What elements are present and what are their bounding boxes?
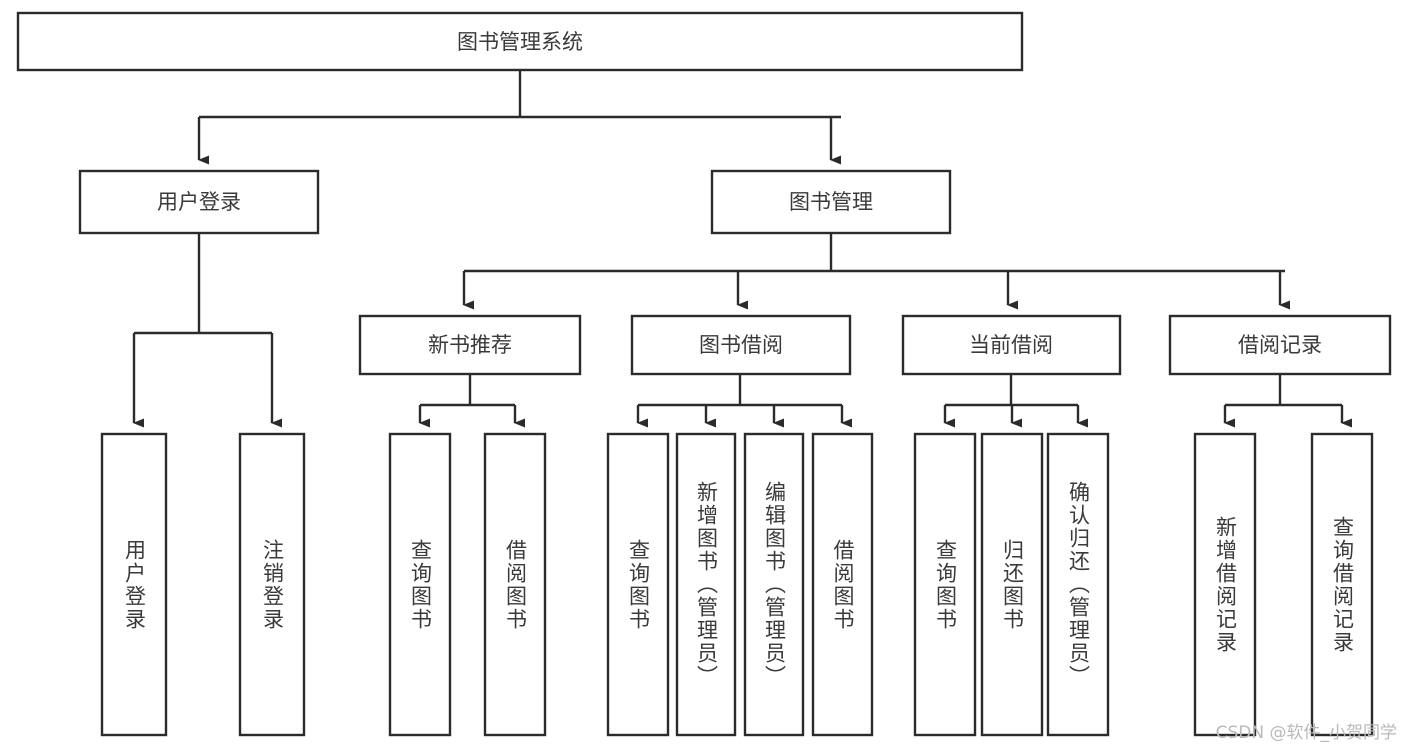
node-leaf-user-logout-box[interactable] xyxy=(238,432,306,737)
node-borrow-record-label: 借阅记录 xyxy=(1238,333,1322,357)
node-borrow-record[interactable]: 借阅记录 xyxy=(1168,314,1392,376)
node-leaf-borrow-edit-book-box[interactable] xyxy=(743,432,805,737)
node-leaf-borrow-add-book-box[interactable] xyxy=(675,432,737,737)
connector-current-borrow-to-leaves xyxy=(943,374,1088,428)
node-root[interactable]: 图书管理系统 xyxy=(16,11,1024,72)
node-book-manage[interactable]: 图书管理 xyxy=(710,169,952,235)
connector-book-manage-to-level3 xyxy=(462,233,1290,310)
node-book-manage-label: 图书管理 xyxy=(789,190,873,214)
node-leaf-user-login-box[interactable] xyxy=(100,432,168,737)
node-leaf-rec-borrow-book-box[interactable] xyxy=(483,432,547,737)
node-new-book-recommend-box[interactable] xyxy=(358,314,582,376)
node-leaf-borrow-borrow-book-box[interactable] xyxy=(811,432,874,737)
node-leaf-record-query-box[interactable] xyxy=(1310,432,1374,737)
connector-borrow-record-to-leaves xyxy=(1223,374,1352,428)
node-user-login-box[interactable] xyxy=(78,169,320,235)
node-new-book-recommend-label: 新书推荐 xyxy=(428,333,512,357)
node-leaf-current-return-book-box[interactable] xyxy=(980,432,1044,737)
node-new-book-recommend[interactable]: 新书推荐 xyxy=(358,314,582,376)
node-root-label: 图书管理系统 xyxy=(457,30,583,54)
connector-root-to-level2 xyxy=(197,70,841,165)
node-user-login-label: 用户登录 xyxy=(157,190,241,214)
connector-book-borrow-to-leaves xyxy=(636,374,852,428)
node-book-manage-box[interactable] xyxy=(710,169,952,235)
node-book-borrow-box[interactable] xyxy=(630,314,852,376)
node-user-login[interactable]: 用户登录 xyxy=(78,169,320,235)
node-root-box[interactable] xyxy=(16,11,1024,72)
node-leaf-current-query-book-box[interactable] xyxy=(913,432,977,737)
node-current-borrow-label: 当前借阅 xyxy=(969,333,1053,357)
node-current-borrow-box[interactable] xyxy=(901,314,1122,376)
watermark-text: CSDN @软件_小贺同学 xyxy=(1215,723,1397,743)
node-borrow-record-box[interactable] xyxy=(1168,314,1392,376)
connector-new-book-recommend-to-leaves xyxy=(418,374,525,428)
node-leaf-record-add-box[interactable] xyxy=(1193,432,1257,737)
node-current-borrow[interactable]: 当前借阅 xyxy=(901,314,1122,376)
node-leaf-borrow-query-book-box[interactable] xyxy=(606,432,670,737)
node-leaf-current-confirm-return-box[interactable] xyxy=(1046,432,1110,737)
connector-user-login-to-leaves xyxy=(132,233,282,428)
node-book-borrow-label: 图书借阅 xyxy=(699,333,783,357)
node-leaf-rec-query-book-box[interactable] xyxy=(388,432,452,737)
node-book-borrow[interactable]: 图书借阅 xyxy=(630,314,852,376)
